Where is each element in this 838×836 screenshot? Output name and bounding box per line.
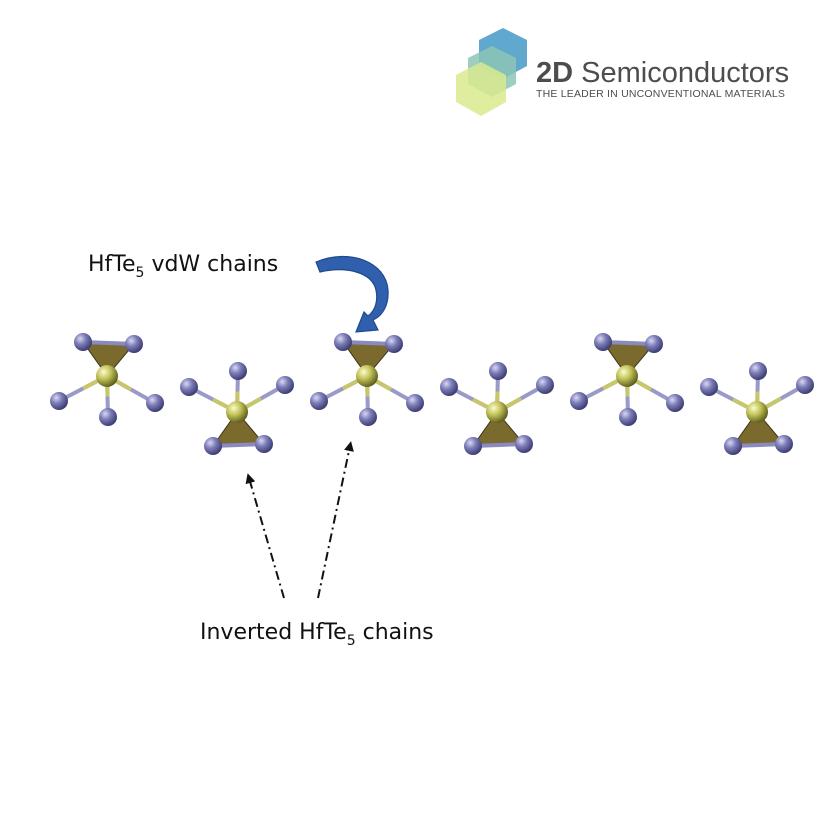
hf-atom <box>226 401 248 423</box>
te-atom-1 <box>334 333 352 351</box>
hfte5-unit-2 <box>180 362 294 455</box>
te-atom-4 <box>406 394 424 412</box>
inverted-label-rest: chains <box>356 620 434 645</box>
te-atom-3 <box>50 392 68 410</box>
te-atom-3 <box>700 378 718 396</box>
te-atom-4 <box>666 394 684 412</box>
curved-pointer-arrow <box>315 255 389 333</box>
hfte5-unit-1 <box>50 333 164 426</box>
te-atom-2 <box>385 335 403 353</box>
te-atom-5 <box>619 408 637 426</box>
te-atom-5 <box>749 362 767 380</box>
dashdot-arrow-left <box>245 473 285 599</box>
vdw-label-subscript: 5 <box>136 265 145 281</box>
inverted-label-main: Inverted HfTe <box>200 620 347 645</box>
logo-brand-bold: 2D <box>536 57 573 89</box>
te-atom-5 <box>99 408 117 426</box>
molecular-chain-row <box>50 333 814 455</box>
te-atom-4 <box>796 376 814 394</box>
te-atom-2 <box>255 435 273 453</box>
te-atom-5 <box>229 362 247 380</box>
inverted-label-subscript: 5 <box>347 633 356 649</box>
te-atom-2 <box>515 435 533 453</box>
te-atom-1 <box>724 437 742 455</box>
hfte5-unit-4 <box>440 362 554 455</box>
te-atom-2 <box>125 335 143 353</box>
hf-atom <box>356 365 378 387</box>
company-logo: 2D Semiconductors THE LEADER IN UNCONVEN… <box>456 28 789 116</box>
hf-atom <box>616 365 638 387</box>
te-atom-5 <box>489 362 507 380</box>
logo-tagline: THE LEADER IN UNCONVENTIONAL MATERIALS <box>536 88 785 100</box>
te-atom-3 <box>310 392 328 410</box>
te-atom-4 <box>276 376 294 394</box>
te-atom-2 <box>775 435 793 453</box>
hfte5-unit-5 <box>570 333 684 426</box>
te-atom-5 <box>359 408 377 426</box>
vdw-chains-label: HfTe5 vdW chains <box>88 252 278 281</box>
te-atom-3 <box>180 378 198 396</box>
hfte5-unit-6 <box>700 362 814 455</box>
te-atom-3 <box>570 392 588 410</box>
dashdot-arrow-right <box>317 441 354 599</box>
te-atom-2 <box>645 335 663 353</box>
logo-brand-name: 2D Semiconductors <box>536 57 789 89</box>
te-atom-4 <box>146 394 164 412</box>
logo-hexagon-lime <box>456 62 506 116</box>
inverted-chains-label: Inverted HfTe5 chains <box>200 620 434 649</box>
logo-brand-rest: Semiconductors <box>573 57 789 89</box>
te-atom-4 <box>536 376 554 394</box>
te-atom-1 <box>594 333 612 351</box>
te-atom-3 <box>440 378 458 396</box>
te-atom-1 <box>464 437 482 455</box>
hf-atom <box>486 401 508 423</box>
te-atom-1 <box>74 333 92 351</box>
hfte5-unit-3 <box>310 333 424 426</box>
hf-atom <box>96 365 118 387</box>
te-atom-1 <box>204 437 222 455</box>
vdw-label-main: HfTe <box>88 252 136 277</box>
hf-atom <box>746 401 768 423</box>
vdw-label-rest: vdW chains <box>144 252 278 277</box>
